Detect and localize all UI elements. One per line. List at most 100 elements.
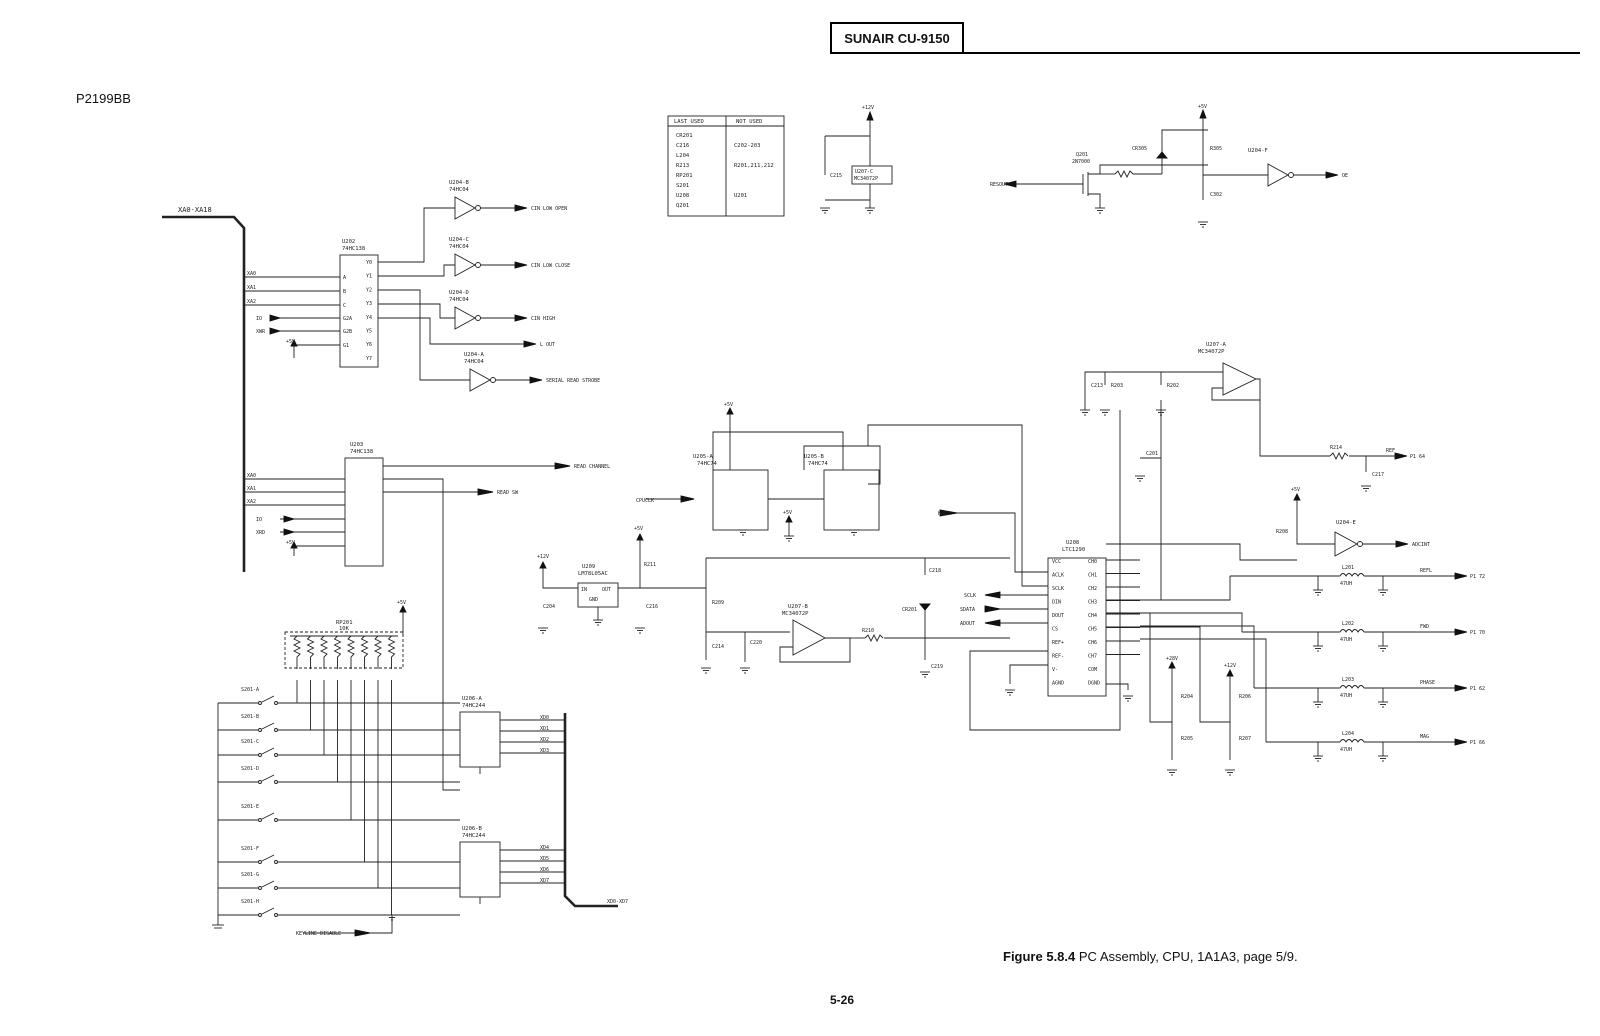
inverter: L OUT bbox=[523, 340, 555, 348]
reset-q201: RESOUT Q201 2N7000 CR305 +5V R305 C302 U… bbox=[990, 104, 1348, 208]
inverter-signal: CIN LOW CLOSE bbox=[531, 263, 570, 269]
u209-ref: U209 bbox=[582, 564, 595, 570]
r209-ref: R209 bbox=[712, 600, 724, 606]
u202-pin-left: B bbox=[343, 289, 346, 295]
flipflop-ref: U205-A bbox=[693, 454, 714, 460]
u203-in-xa1: XA1 bbox=[247, 486, 256, 492]
adc-pin-right: CH6 bbox=[1088, 640, 1097, 646]
u204f-ref: U204-F bbox=[1248, 148, 1268, 154]
inductor-ref: L201 bbox=[1342, 565, 1354, 571]
inductor-ref: L202 bbox=[1342, 621, 1354, 627]
inverter-ref: U204-C bbox=[449, 237, 469, 243]
u202-pin-left: C bbox=[343, 303, 346, 309]
c218-ref: C218 bbox=[929, 568, 941, 574]
c217-ref: C217 bbox=[1372, 472, 1384, 478]
u202-part: 74HC138 bbox=[342, 246, 365, 252]
u207a-ref: U207-A bbox=[1206, 342, 1227, 348]
switch: S201-E bbox=[218, 680, 460, 822]
out-ref-pin: P1 64 bbox=[1410, 454, 1425, 460]
resistor-pack-rp201: RP201 10K +5V bbox=[284, 600, 407, 669]
r208-ref: R208 bbox=[1276, 529, 1288, 535]
adc-pin-right: DGND bbox=[1088, 681, 1100, 687]
r202-ref: R202 bbox=[1167, 383, 1179, 389]
table-row-used: S201 bbox=[676, 183, 689, 189]
caption-label: Figure 5.8.4 bbox=[1003, 949, 1076, 964]
keyline-disable: KEYLINE DISABLE bbox=[296, 931, 341, 937]
inductor-value: 47UH bbox=[1340, 693, 1352, 699]
adc-pin-left: DIN bbox=[1052, 600, 1061, 606]
sig-hben: HBEN bbox=[938, 511, 950, 517]
header-title: SUNAIR CU-9150 bbox=[844, 30, 950, 46]
signal-read-channel: READ CHANNEL bbox=[574, 464, 610, 470]
u209-part: LM78L05AC bbox=[578, 571, 608, 577]
table-row-not-used: R201,211,212 bbox=[734, 163, 774, 169]
buffer-part: 74HC244 bbox=[462, 703, 486, 709]
output-pin: P1 72 bbox=[1470, 574, 1485, 580]
u209-pin-gnd: GND bbox=[589, 597, 598, 603]
table-row-not-used: C202-203 bbox=[734, 143, 761, 149]
output-name: REFL bbox=[1420, 568, 1432, 574]
reg-in-12v: +12V bbox=[537, 554, 549, 560]
inverter-signal: SERIAL READ STROBE bbox=[546, 378, 600, 384]
opamp-u207c: U207-C MC34072P +12V C215 bbox=[824, 105, 893, 208]
u202-pin-left: G1 bbox=[343, 343, 349, 349]
switch-ref: S201-A bbox=[241, 687, 259, 693]
buffer-output: XD1 bbox=[540, 726, 549, 732]
table-row-used: L204 bbox=[676, 153, 690, 159]
switch-bank-s201: S201-AS201-BS201-CS201-DS201-ES201-FS201… bbox=[212, 680, 460, 929]
cr305-ref: CR305 bbox=[1132, 146, 1147, 152]
c216-ref: C216 bbox=[646, 604, 658, 610]
output-name: MAG bbox=[1420, 734, 1429, 740]
u202-pin-right: Y5 bbox=[366, 329, 372, 335]
inductor-ref: L204 bbox=[1342, 731, 1354, 737]
u202-pin-right: Y4 bbox=[366, 315, 372, 321]
u203-part: 74HC138 bbox=[350, 449, 373, 455]
u202-pin-right: Y7 bbox=[366, 356, 372, 362]
table-row-used: CR201 bbox=[676, 133, 693, 139]
table-row-used: R213 bbox=[676, 163, 689, 169]
buffer-output: XD7 bbox=[540, 878, 549, 884]
c214-ref: C214 bbox=[712, 644, 724, 650]
buffer-output: XD2 bbox=[540, 737, 549, 743]
adc-pin-right: CH0 bbox=[1088, 559, 1097, 565]
adc-pin-left: REF+ bbox=[1052, 640, 1064, 646]
u202-in-io: IO bbox=[256, 316, 262, 322]
buffer-u206: U206-A74HC244XD0XD1XD2XD3U206-B74HC244XD… bbox=[296, 696, 628, 937]
sig-sclk: SCLK bbox=[964, 593, 976, 599]
rp201-vcc-label: +5V bbox=[397, 600, 406, 606]
sig-sdata: SDATA bbox=[960, 607, 975, 613]
adc-pin-left: AGND bbox=[1052, 681, 1064, 687]
switch: S201-D bbox=[218, 680, 460, 784]
switch-ref: S201-E bbox=[241, 804, 259, 810]
signal-read-sw: READ SW bbox=[497, 490, 519, 496]
u209-pin-in: IN bbox=[581, 587, 587, 593]
table-header-used: LAST USED bbox=[674, 119, 704, 125]
adc-pin-right: CH4 bbox=[1088, 613, 1097, 619]
switch: S201-C bbox=[218, 680, 460, 757]
u202-pin-right: Y0 bbox=[366, 260, 372, 266]
inverter-ref: U204-A bbox=[464, 352, 485, 358]
u203-in-xa0: XA0 bbox=[247, 473, 256, 479]
u202-ref: U202 bbox=[342, 239, 355, 245]
buffer-part: 74HC244 bbox=[462, 833, 486, 839]
resout-label: RESOUT bbox=[990, 182, 1008, 188]
switch: S201-A bbox=[218, 680, 460, 705]
output-pin: P1 66 bbox=[1470, 740, 1485, 746]
adc-pin-right: CH7 bbox=[1088, 654, 1097, 660]
u203-in-5v: +5V bbox=[286, 540, 295, 546]
opamp-u207a: U207-A MC34072P C213 R203 R202 C201 R214… bbox=[1084, 342, 1430, 601]
adc-pin-right: CH1 bbox=[1088, 573, 1097, 579]
u202-in-xwr: XWR bbox=[256, 329, 266, 335]
r207-ref: R207 bbox=[1239, 736, 1251, 742]
